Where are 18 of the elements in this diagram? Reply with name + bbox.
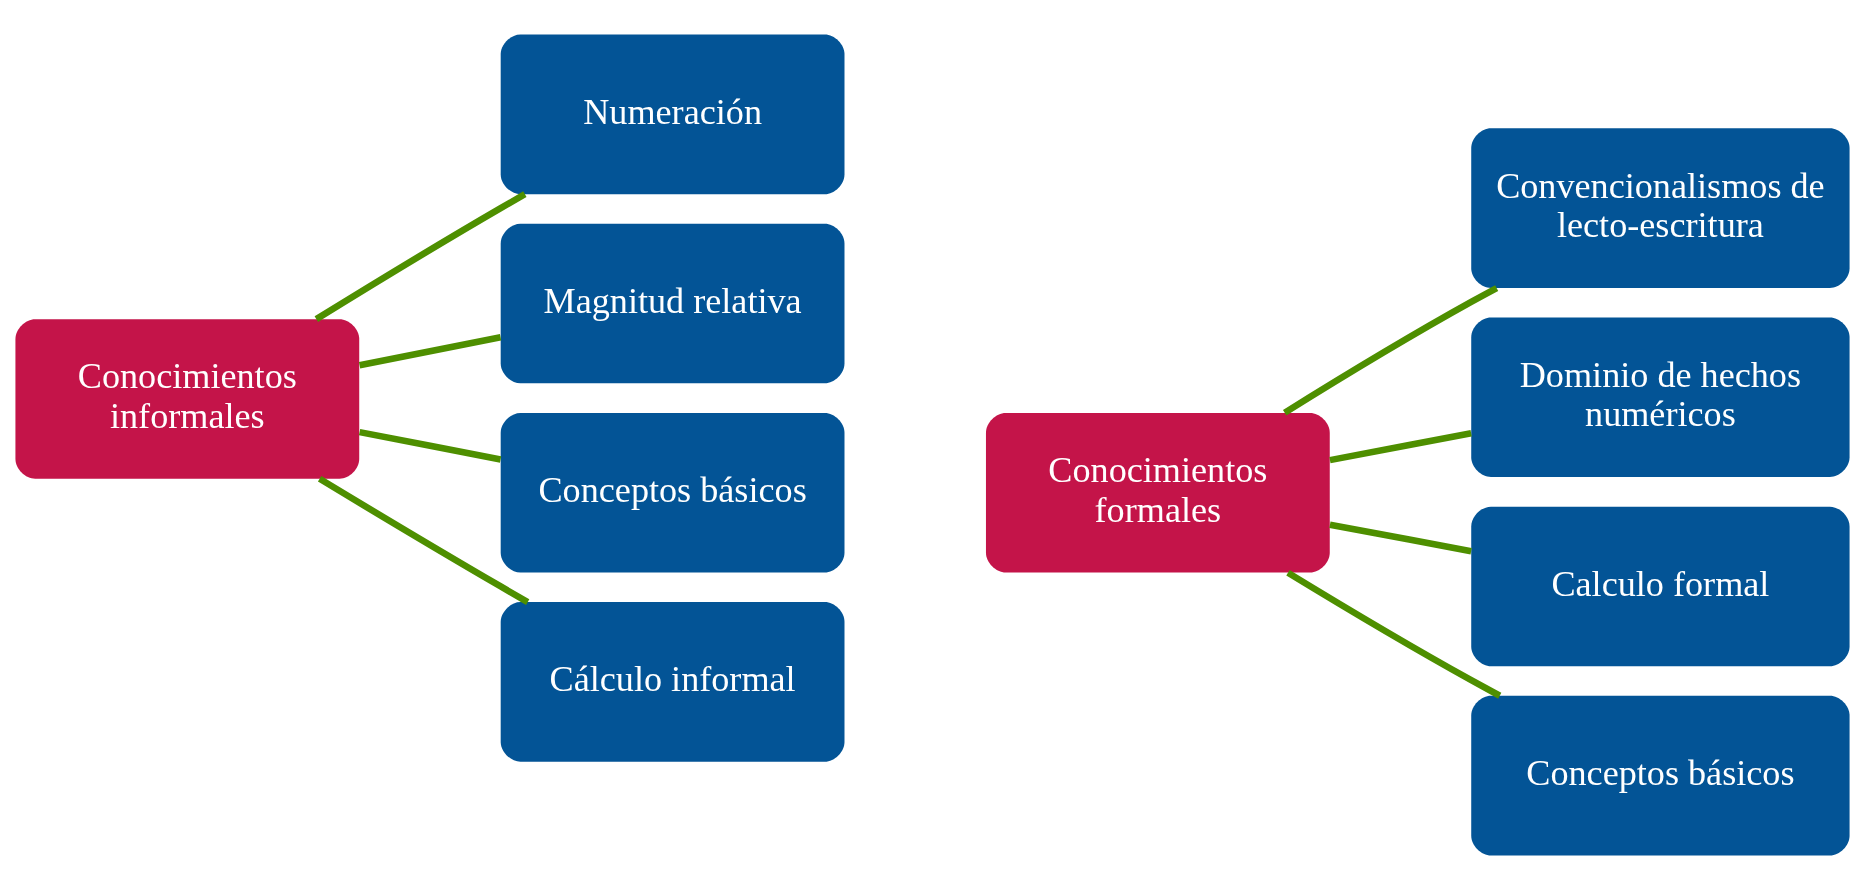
connector bbox=[314, 191, 527, 322]
node-box: Conocimientos formales bbox=[985, 412, 1330, 573]
node-box: Calculo formal bbox=[1471, 506, 1850, 667]
node-box: Numeración bbox=[500, 34, 845, 195]
connector bbox=[358, 334, 502, 369]
connector bbox=[1282, 285, 1499, 416]
node-box: Cálculo informal bbox=[500, 602, 845, 762]
connector bbox=[1329, 429, 1472, 464]
node-box: Conceptos básicos bbox=[1471, 695, 1850, 856]
node-box: Magnitud relativa bbox=[500, 223, 845, 384]
connector bbox=[358, 428, 502, 463]
node-box: Convencionalismos de lecto-escritura bbox=[1471, 128, 1850, 288]
node-box: Conocimientos informales bbox=[15, 319, 360, 479]
node-box: Conceptos básicos bbox=[500, 412, 845, 573]
connector bbox=[317, 475, 530, 605]
node-box: Dominio de hechos numéricos bbox=[1471, 317, 1850, 478]
connector bbox=[1329, 521, 1472, 555]
connector bbox=[1286, 570, 1502, 699]
